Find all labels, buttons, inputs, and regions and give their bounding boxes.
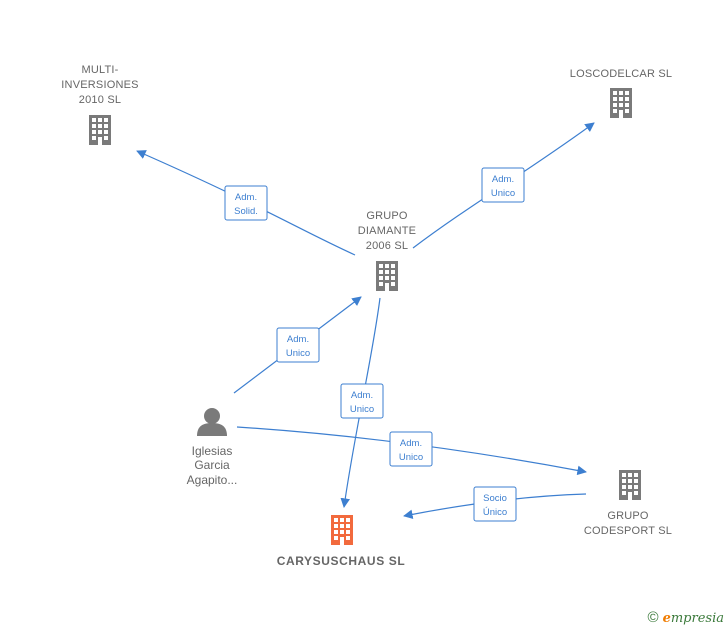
edge-label-line: Adm. bbox=[400, 438, 422, 449]
empresia-credit: ©empresia bbox=[648, 609, 724, 626]
node-grupo-codesport[interactable]: GRUPO CODESPORT SL bbox=[584, 470, 672, 537]
edge-label-adm-solid[interactable]: Adm. Solid. bbox=[224, 185, 268, 221]
edge-line-adm-solid bbox=[136, 150, 356, 256]
building-icon bbox=[610, 88, 632, 118]
node-grupo-diamante[interactable]: GRUPO DIAMANTE 2006 SL bbox=[358, 210, 416, 291]
edge-label-line: Unico bbox=[286, 348, 310, 359]
node-label-line: Agapito... bbox=[187, 473, 238, 487]
node-loscodelcar[interactable]: LOSCODELCAR SL bbox=[570, 68, 672, 118]
empresia-logo-text: mpresia bbox=[670, 611, 724, 626]
edge-label-line: Adm. bbox=[287, 334, 309, 345]
edge-label-line: Unico bbox=[399, 452, 423, 463]
edge-label-line: Único bbox=[483, 507, 507, 518]
node-carysuschaus[interactable]: CARYSUSCHAUS SL bbox=[277, 515, 406, 568]
edge-label-adm-unico-carysuschaus[interactable]: Adm. Unico bbox=[340, 383, 384, 419]
node-multi-inversiones[interactable]: MULTI- INVERSIONES 2010 SL bbox=[61, 64, 138, 145]
person-icon bbox=[197, 408, 227, 436]
node-label-line: MULTI- bbox=[81, 64, 118, 76]
node-label-line: CODESPORT SL bbox=[584, 525, 672, 537]
edge-label-line: Solid. bbox=[234, 206, 258, 217]
edge-label-line: Adm. bbox=[351, 390, 373, 401]
building-icon bbox=[376, 261, 398, 291]
edge-label-line: Unico bbox=[491, 188, 515, 199]
node-label-line: CARYSUSCHAUS SL bbox=[277, 554, 406, 568]
empresia-logo-initial: e bbox=[662, 611, 671, 626]
building-icon bbox=[89, 115, 111, 145]
edge-label-line: Adm. bbox=[235, 192, 257, 203]
edge-label-socio-unico[interactable]: Socio Único bbox=[473, 486, 517, 522]
copyright-symbol: © bbox=[647, 609, 659, 626]
node-iglesias-garcia[interactable]: Iglesias Garcia Agapito... bbox=[187, 408, 238, 487]
edge-label-adm-unico-codesport[interactable]: Adm. Unico bbox=[389, 431, 433, 467]
edge-label-adm-unico-loscodelcar[interactable]: Adm. Unico bbox=[481, 167, 525, 203]
edge-label-line: Unico bbox=[350, 404, 374, 415]
node-label-line: GRUPO bbox=[607, 510, 649, 522]
node-label-line: Iglesias bbox=[192, 444, 233, 458]
node-label-line: 2006 SL bbox=[366, 240, 408, 252]
node-label-line: INVERSIONES bbox=[61, 79, 138, 91]
building-icon bbox=[619, 470, 641, 500]
building-icon bbox=[331, 515, 353, 545]
node-label-line: LOSCODELCAR SL bbox=[570, 68, 672, 80]
node-label-line: Garcia bbox=[194, 458, 230, 472]
node-label-line: GRUPO bbox=[366, 210, 408, 222]
edge-label-adm-unico-diamante[interactable]: Adm. Unico bbox=[276, 327, 320, 363]
edge-label-line: Socio bbox=[483, 493, 507, 504]
node-label-line: 2010 SL bbox=[79, 94, 121, 106]
node-label-line: DIAMANTE bbox=[358, 225, 416, 237]
edge-label-line: Adm. bbox=[492, 174, 514, 185]
